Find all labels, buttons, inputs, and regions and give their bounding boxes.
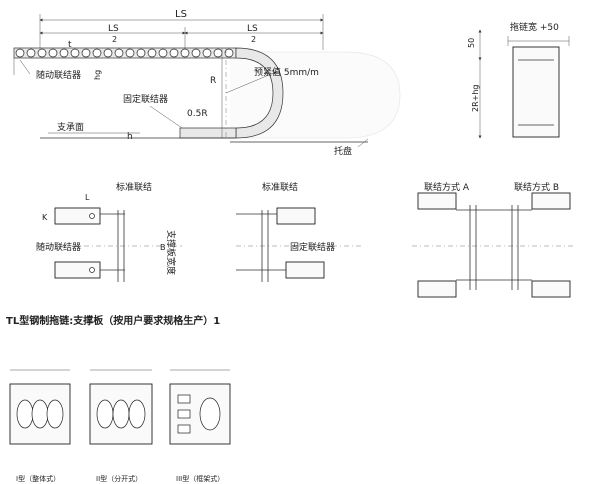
chain-link [114, 48, 124, 58]
dim-K-label: K [42, 213, 48, 222]
connection-views: 标准联结 随动联结器 支撑板宽度 L K B 标准联结 固定联结器 联结方式 A… [36, 181, 575, 298]
follow-bracket-label-2: 随动联结器 [36, 241, 81, 253]
radius-label: R [210, 76, 216, 86]
chain-link [81, 48, 91, 58]
standard-label-1: 标准联结 [116, 181, 152, 193]
chain-link [224, 48, 234, 58]
chain-link [15, 48, 25, 58]
support-surface-label: 支承面 [57, 121, 84, 133]
chain-width-label: 拖链宽 +50 [510, 21, 559, 33]
ls-total-label: LS [175, 9, 187, 20]
chain-link [169, 48, 179, 58]
chain-link [191, 48, 201, 58]
follow-bracket-top [54, 207, 101, 225]
chain-link [180, 48, 190, 58]
method-a-bracket-bottom [417, 280, 457, 298]
h-label: h [127, 132, 133, 142]
chain-lower-run [179, 127, 237, 139]
pretension-label: 预紧值 5mm/m [254, 66, 319, 78]
chain-link [103, 48, 113, 58]
dim-L-label: L [85, 193, 90, 202]
method-b-bracket-bottom [531, 280, 571, 298]
method-a-bracket-top [417, 192, 457, 210]
plate-1-caption: I型（整体式） [16, 474, 60, 483]
chain-link [158, 48, 168, 58]
fixed-bracket-top [276, 207, 316, 225]
dim-B-label: B [160, 243, 166, 252]
chain-link [92, 48, 102, 58]
side-view-body [512, 46, 560, 138]
ls-half-left-label: LS [108, 24, 119, 34]
chain-link [26, 48, 36, 58]
main-chain-diagram: LS LS 2 LS 2 R t [13, 9, 401, 157]
follow-bracket-label: 随动联结器 [36, 69, 81, 81]
ls-half-right-label: LS [247, 24, 258, 34]
plate-2-caption: II型（分开式） [96, 474, 142, 483]
support-width-label: 支撑板宽度 [165, 230, 177, 275]
chain-link [59, 48, 69, 58]
chain-link [70, 48, 80, 58]
standard-label-2: 标准联结 [262, 181, 298, 193]
t-label: t [68, 40, 72, 50]
ls-half-right-den: 2 [251, 35, 256, 44]
method-a-label: 联结方式 A [424, 181, 470, 193]
side-2r-hg-label: 2R+hg [471, 85, 480, 113]
chain-link [37, 48, 47, 58]
half-radius-label: 0.5R [187, 109, 208, 119]
hg-label: hg [93, 70, 102, 80]
chain-link [125, 48, 135, 58]
side-view: 拖链宽 +50 50 2R+hg [467, 21, 570, 139]
fixed-bracket-label-2: 固定联结器 [290, 241, 335, 253]
chain-link [136, 48, 146, 58]
method-b-label: 联结方式 B [514, 181, 559, 193]
chain-link [147, 48, 157, 58]
fixed-bracket-label: 固定联结器 [123, 93, 168, 105]
chain-link [48, 48, 58, 58]
tray-label: 托盘 [334, 145, 352, 157]
method-b-bracket-top [531, 192, 571, 210]
section-title: TL型钢制拖链:支撑板（按用户要求规格生产）1 [6, 314, 220, 327]
side-50-label: 50 [467, 38, 476, 48]
plate-3-caption: III型（框架式） [176, 474, 224, 483]
chain-link [213, 48, 223, 58]
support-plates: I型（整体式） II型（分开式） III型（框架式） [9, 369, 231, 483]
chain-link [202, 48, 212, 58]
fixed-bracket-bottom [285, 261, 325, 279]
ls-half-left-den: 2 [112, 35, 117, 44]
